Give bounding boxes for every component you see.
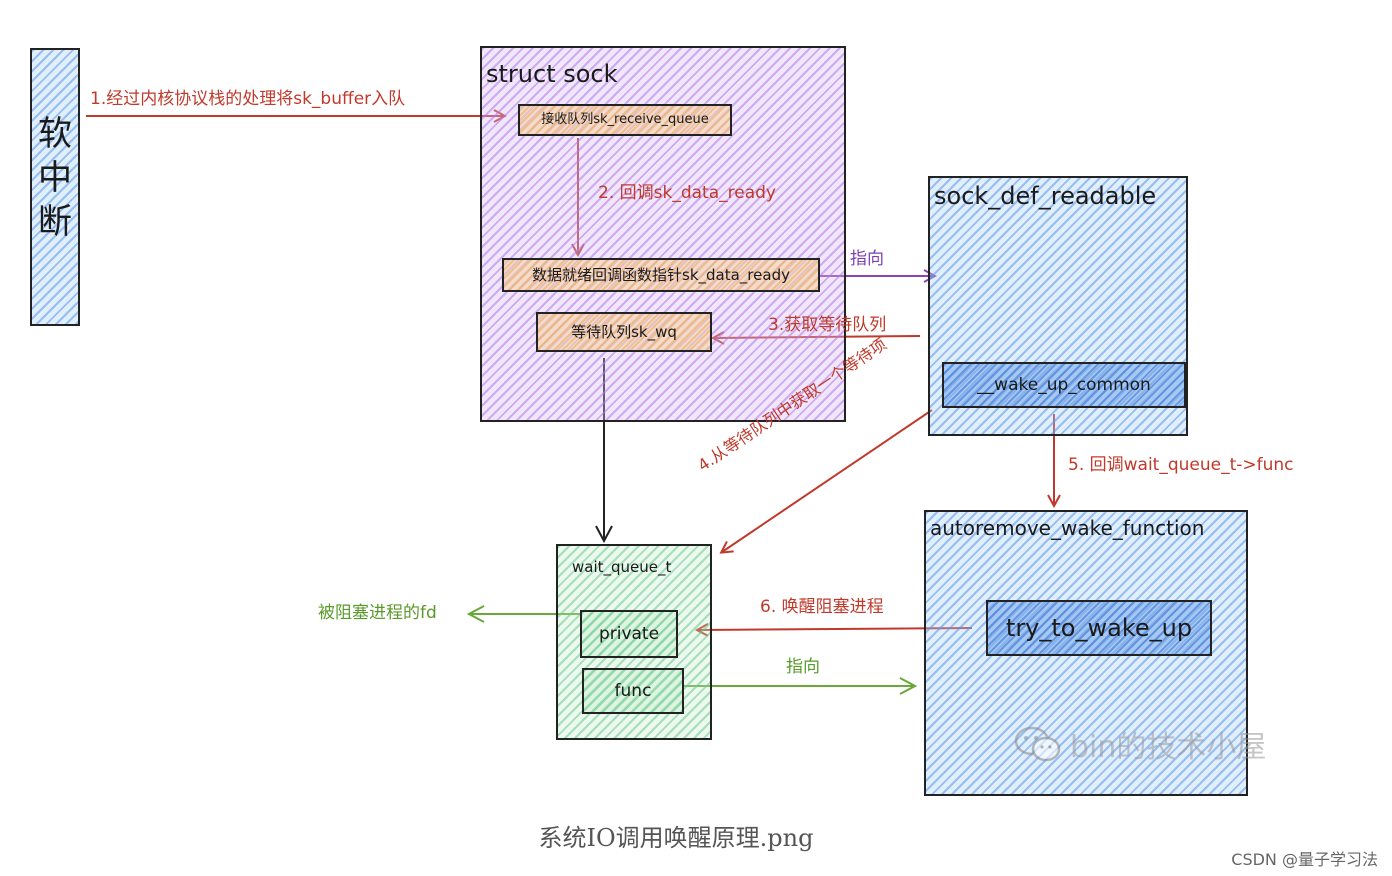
wake-up-common-field: __wake_up_common — [942, 362, 1186, 408]
wait-queue-field: 等待队列sk_wq — [536, 312, 712, 352]
struct-sock-box: struct sock — [480, 46, 846, 422]
csdn-credit: CSDN @量子学习法 — [1231, 850, 1378, 869]
func-field: func — [582, 668, 684, 714]
wait-queue-t-title: wait_queue_t — [572, 558, 672, 576]
label-step3: 3.获取等待队列 — [768, 315, 887, 335]
label-step1: 1.经过内核协议栈的处理将sk_buffer入队 — [90, 89, 406, 109]
soft-irq-char-3: 断 — [38, 202, 72, 242]
autoremove-wake-function-title: autoremove_wake_function — [930, 516, 1205, 540]
receive-queue-field: 接收队列sk_receive_queue — [518, 104, 732, 136]
label-step6: 6. 唤醒阻塞进程 — [760, 597, 884, 617]
label-step5: 5. 回调wait_queue_t->func — [1068, 455, 1294, 475]
soft-irq-char-1: 软 — [38, 114, 72, 154]
label-points-to-2: 指向 — [786, 657, 820, 677]
label-blocked-fd: 被阻塞进程的fd — [318, 603, 437, 623]
image-caption: 系统IO调用唤醒原理.png — [538, 824, 814, 852]
watermark: bin的技术小屋 — [1014, 722, 1266, 766]
wechat-icon — [1014, 726, 1062, 762]
label-points-to-1: 指向 — [850, 249, 884, 269]
watermark-text: bin的技术小屋 — [1070, 730, 1267, 765]
soft-irq-box: 软 中 断 — [30, 48, 80, 326]
soft-irq-char-2: 中 — [38, 158, 72, 198]
label-step2: 2. 回调sk_data_ready — [598, 183, 776, 203]
arrow-step4 — [722, 409, 933, 552]
struct-sock-title: struct sock — [486, 60, 618, 88]
sock-def-readable-title: sock_def_readable — [934, 182, 1157, 210]
private-field: private — [580, 610, 678, 658]
data-ready-pointer-field: 数据就绪回调函数指针sk_data_ready — [502, 258, 820, 292]
try-to-wake-up-field: try_to_wake_up — [986, 600, 1212, 656]
